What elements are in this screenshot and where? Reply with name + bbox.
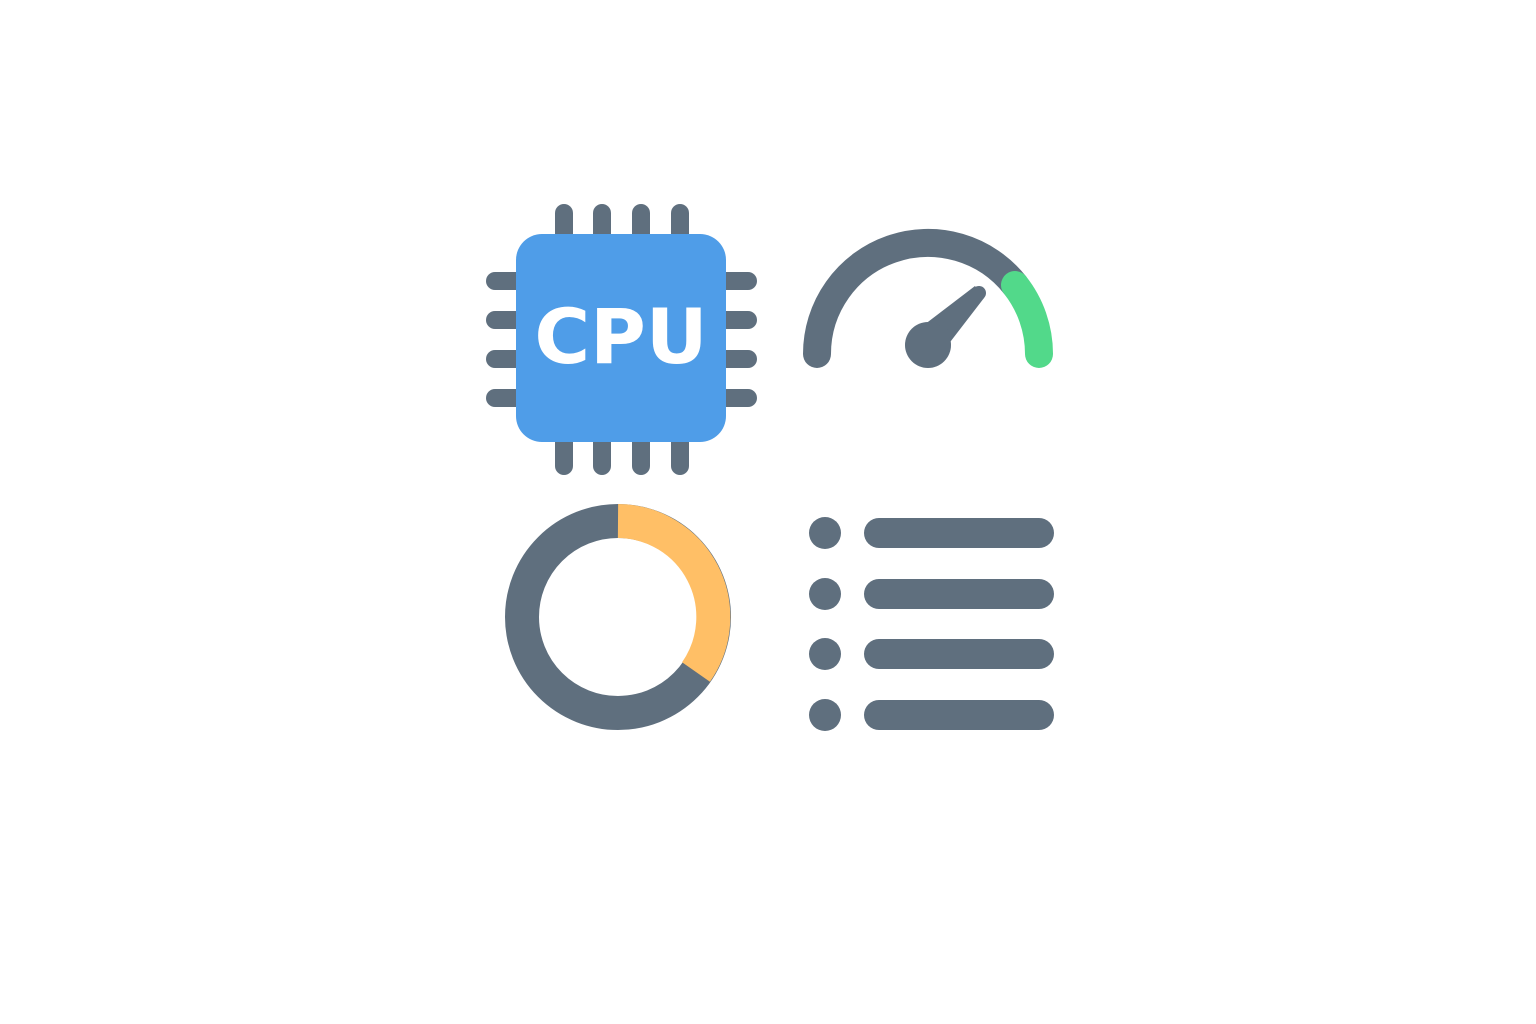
cpu-chip-body	[516, 234, 726, 442]
list-bullet	[809, 517, 841, 549]
speedometer-track	[803, 228, 1029, 368]
donut-chart-icon	[505, 504, 731, 730]
speedometer-needle	[905, 286, 986, 368]
list-item	[809, 578, 1054, 610]
list-line	[864, 639, 1054, 669]
list-line	[864, 518, 1054, 548]
list-bullet	[809, 638, 841, 670]
list-item	[809, 517, 1054, 549]
list-bullet	[809, 699, 841, 731]
speedometer-icon	[803, 228, 1054, 368]
list-item	[809, 638, 1054, 670]
list-icon	[809, 517, 1054, 731]
list-bullet	[809, 578, 841, 610]
list-item	[809, 699, 1054, 731]
donut-highlight-segment	[617, 504, 731, 682]
speedometer-highlight	[1001, 271, 1054, 368]
cpu-label: CPU	[534, 292, 707, 381]
list-line	[864, 579, 1054, 609]
list-line	[864, 700, 1054, 730]
cpu-chip-icon: CPU	[486, 204, 757, 475]
